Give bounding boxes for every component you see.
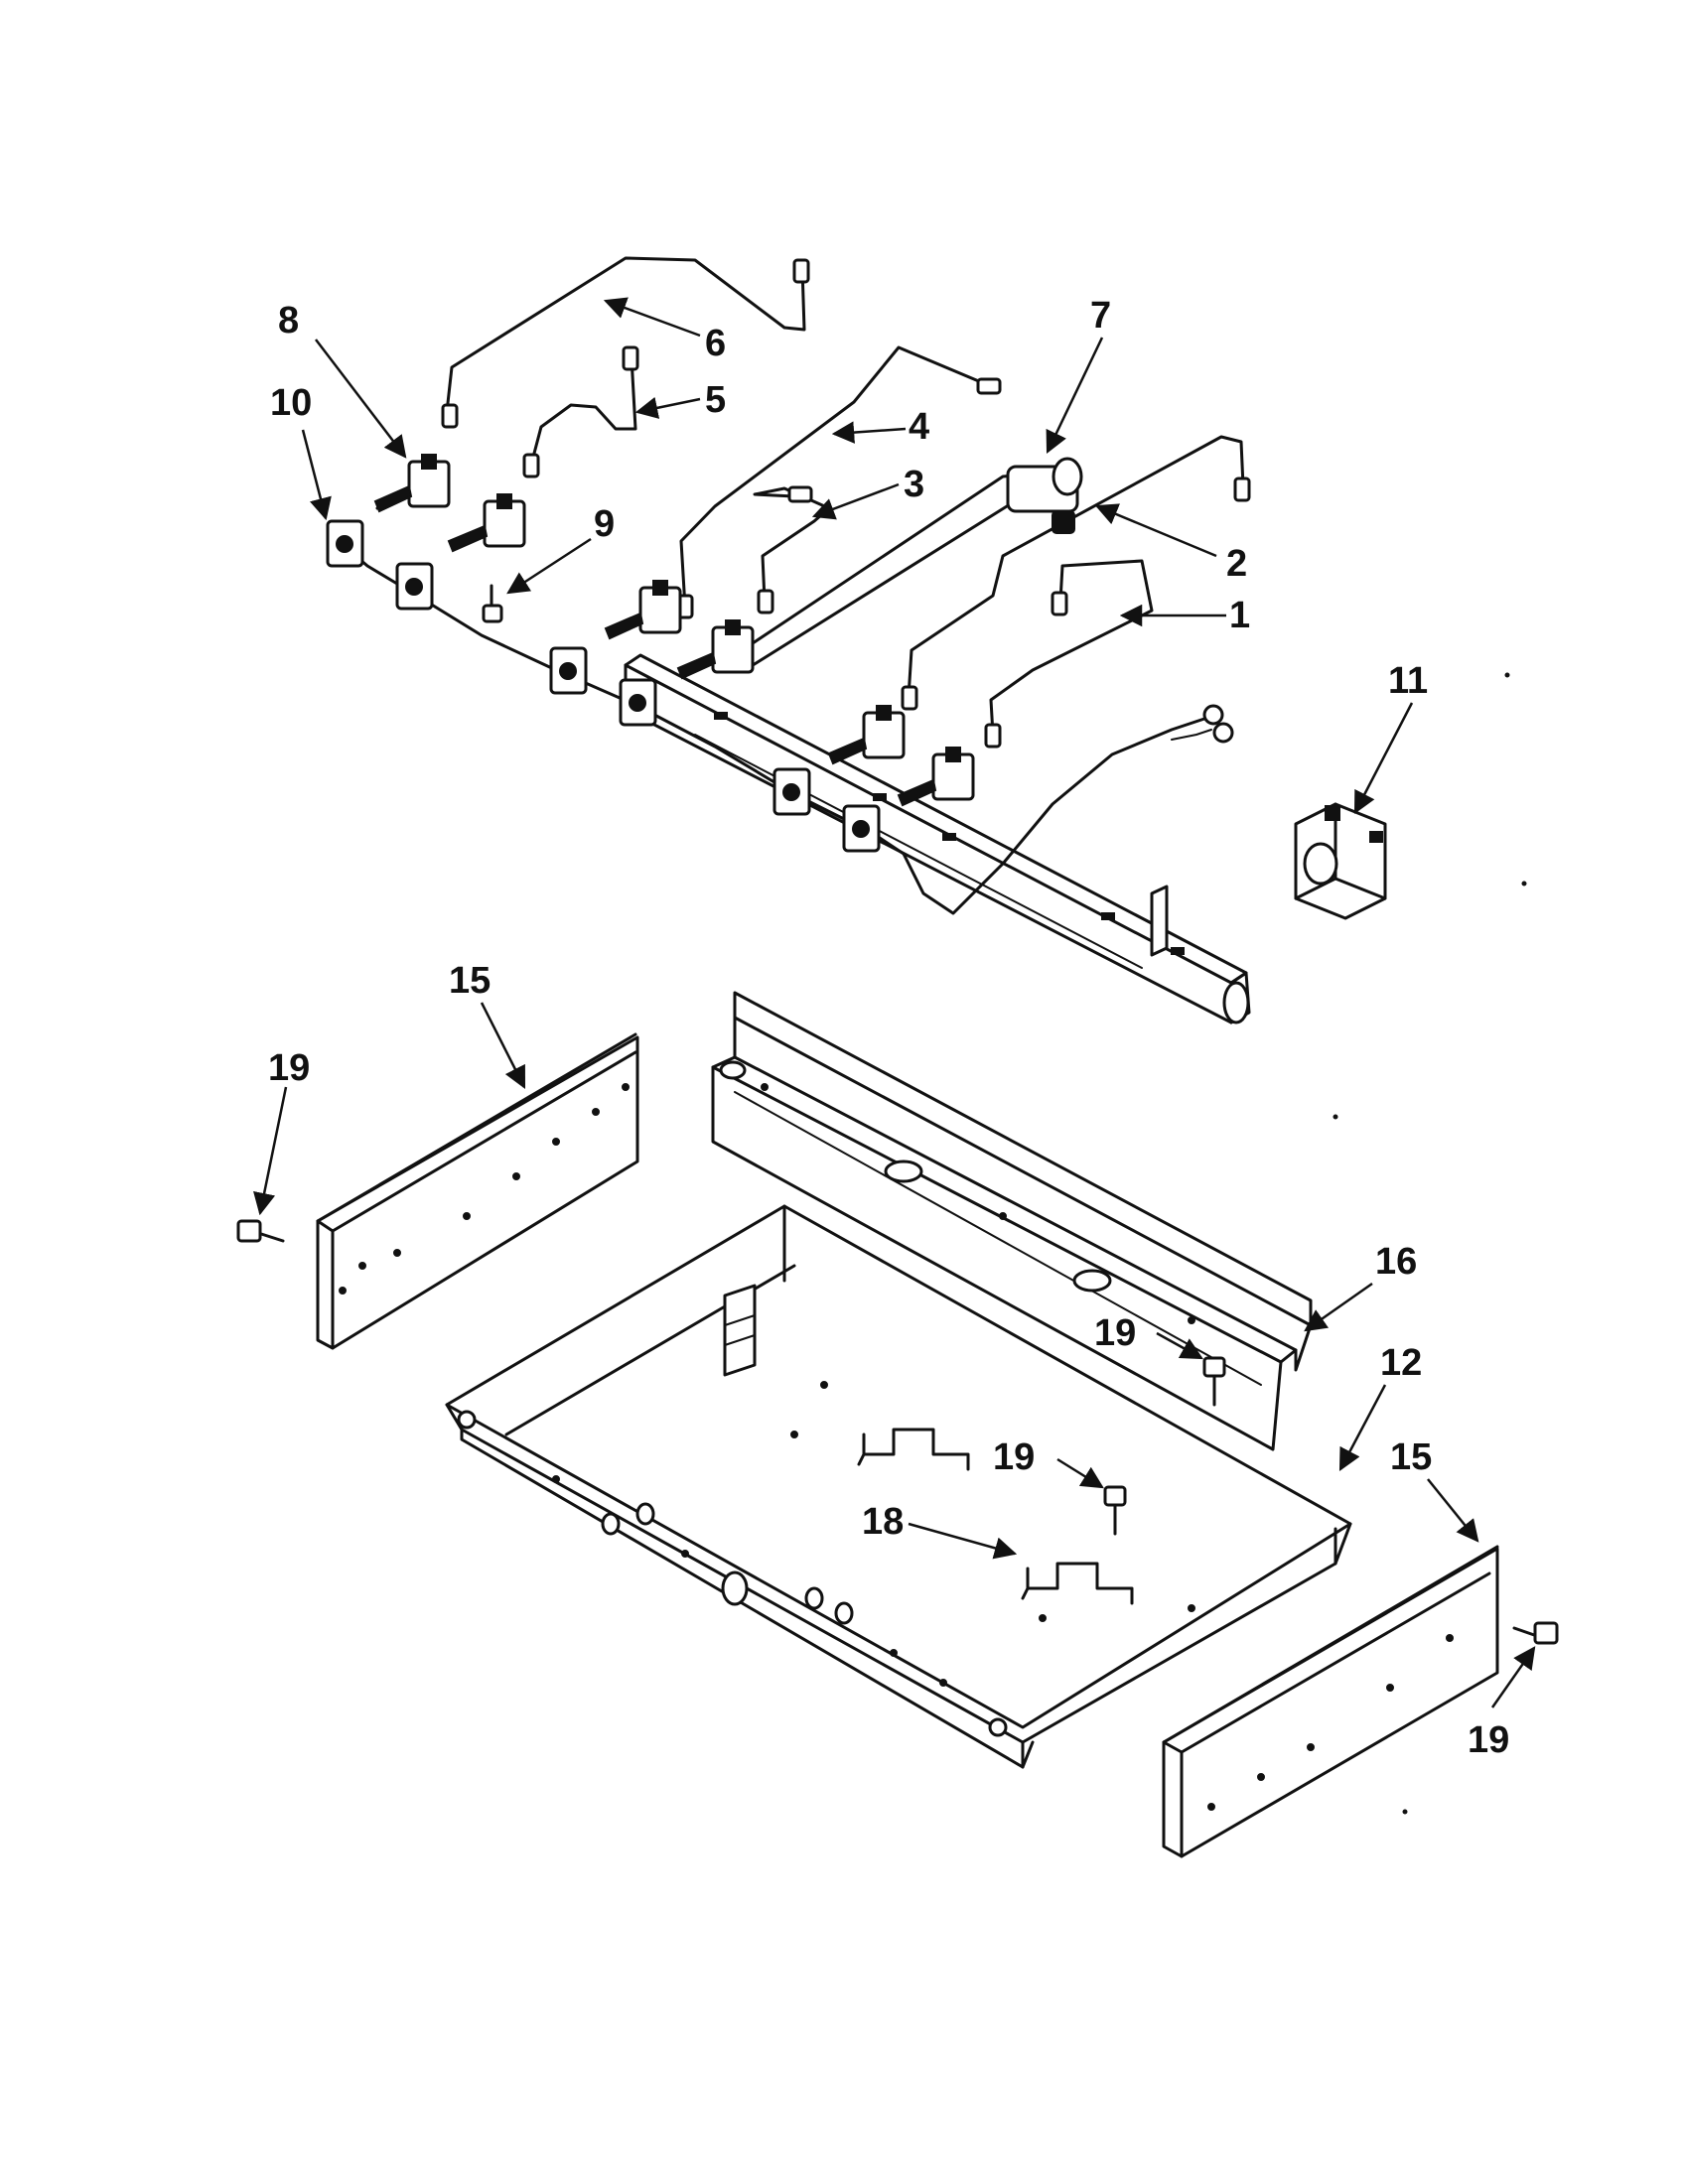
burner-valve — [447, 493, 526, 553]
burner-valve — [604, 580, 682, 640]
harness-clip — [395, 562, 434, 611]
rear-channel — [711, 991, 1313, 1451]
screw-9 — [482, 584, 503, 623]
callout-18: 18 — [862, 1501, 904, 1543]
tube-1 — [984, 559, 1154, 749]
screw-19-left — [236, 1219, 285, 1243]
tube-2 — [901, 435, 1251, 711]
tube-4 — [676, 345, 1002, 619]
callout-11: 11 — [1388, 660, 1428, 702]
manifold-rail — [624, 653, 1251, 1024]
callout-7: 7 — [1090, 295, 1111, 337]
callout-2: 2 — [1226, 543, 1247, 585]
tube-3 — [753, 485, 831, 614]
base-pan — [445, 1204, 1352, 1769]
callout-10: 10 — [270, 382, 312, 424]
ignition-harness — [326, 519, 1234, 915]
scan-specks — [1333, 672, 1527, 1815]
screw-19-channel — [1202, 1356, 1226, 1407]
callout-6: 6 — [705, 323, 726, 364]
harness-clip — [619, 678, 657, 727]
callout-19-left: 19 — [268, 1047, 310, 1089]
callout-4: 4 — [909, 406, 929, 448]
callout-8: 8 — [278, 300, 299, 341]
burner-valve — [676, 619, 755, 680]
side-panel-right — [1162, 1545, 1499, 1858]
burner-valve — [373, 454, 451, 513]
pressure-regulator — [1294, 802, 1387, 920]
callout-labels: 1 2 3 4 5 6 7 8 9 10 11 12 15 15 16 18 1… — [268, 295, 1509, 1761]
bracket-upper — [857, 1428, 970, 1471]
callout-3: 3 — [904, 464, 924, 505]
side-panel-left — [316, 1032, 639, 1350]
harness-clip — [772, 767, 811, 816]
callout-15-left: 15 — [449, 960, 491, 1002]
harness-clip — [326, 519, 364, 568]
tube-6 — [441, 256, 810, 429]
screw-19-center — [1103, 1485, 1127, 1536]
callout-15-right: 15 — [1390, 1436, 1432, 1478]
callout-5: 5 — [705, 379, 726, 421]
screw-19-right — [1512, 1621, 1559, 1645]
callout-19-center: 19 — [993, 1436, 1035, 1478]
callout-1: 1 — [1229, 595, 1250, 636]
callout-19-channel: 19 — [1094, 1312, 1136, 1354]
callout-16: 16 — [1375, 1241, 1417, 1283]
callout-12: 12 — [1380, 1342, 1422, 1384]
burner-valve — [827, 705, 906, 765]
bracket-lower — [1021, 1562, 1134, 1605]
callout-19-right: 19 — [1468, 1719, 1509, 1761]
burner-valve — [897, 747, 975, 807]
manifold-pipe — [733, 457, 1083, 669]
tube-5 — [522, 345, 639, 478]
harness-clip — [549, 646, 588, 695]
callout-9: 9 — [594, 503, 615, 545]
harness-clip — [842, 804, 881, 853]
leader-lines — [253, 297, 1536, 1708]
